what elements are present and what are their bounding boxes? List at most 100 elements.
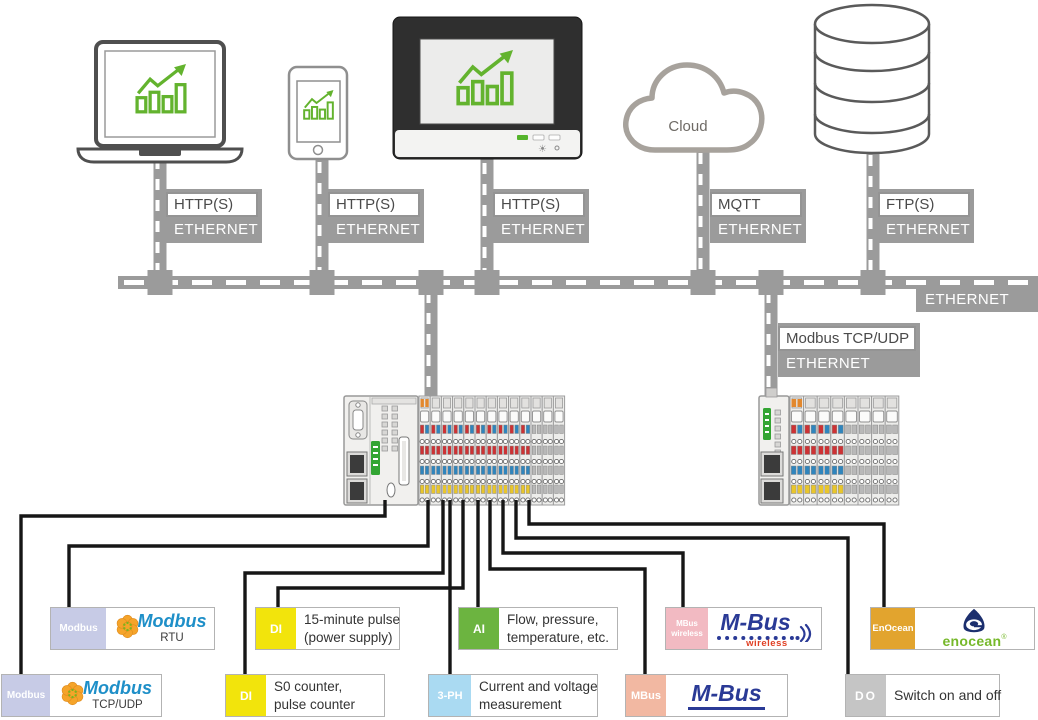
transport-name: ETHERNET bbox=[886, 221, 971, 238]
protocol-name: HTTP(S) bbox=[328, 192, 420, 217]
bus-junctions bbox=[147, 270, 886, 295]
brightness-icon: ☀ bbox=[538, 144, 547, 155]
mbus-wireless-body: M-Bus wireless bbox=[708, 608, 821, 649]
database-device bbox=[813, 3, 931, 155]
io-box-modbus-tcpudp: Modbus Modbus TCP/UDP bbox=[1, 674, 162, 717]
mbus-wireless-tag: MBus wireless bbox=[666, 608, 708, 649]
modbus-flower-icon bbox=[61, 681, 84, 706]
cloud-device: Cloud bbox=[623, 62, 765, 153]
io-module bbox=[463, 395, 476, 506]
phone-drop bbox=[315, 157, 329, 278]
mbus-body: M-Bus bbox=[666, 675, 787, 716]
io-module bbox=[541, 395, 554, 506]
io-wires bbox=[19, 500, 886, 678]
hmi-drop bbox=[480, 158, 494, 278]
tag-line: wireless bbox=[671, 628, 703, 638]
hmi-protocol-label: HTTP(S) ETHERNET bbox=[493, 189, 589, 243]
hmi-device: ☀ bbox=[392, 16, 583, 160]
coupler-drop bbox=[764, 287, 778, 397]
do-tag: DO bbox=[846, 675, 886, 716]
cloud-protocol-label: MQTT ETHERNET bbox=[710, 189, 806, 243]
plc-controller bbox=[343, 395, 419, 506]
io-module bbox=[871, 395, 886, 506]
modbus-logo: Modbus TCP/UDP bbox=[59, 679, 152, 713]
io-module bbox=[530, 395, 543, 506]
io-module bbox=[485, 395, 498, 506]
text-line: temperature, etc. bbox=[507, 629, 610, 645]
di-tag: DI bbox=[226, 675, 266, 716]
io-module bbox=[552, 395, 566, 506]
mbus-tag: MBus bbox=[626, 675, 666, 716]
text-line: pulse counter bbox=[274, 696, 356, 712]
io-module bbox=[803, 395, 818, 506]
io-module bbox=[843, 395, 859, 506]
protocol-name: Modbus TCP/UDP bbox=[778, 326, 916, 351]
cloud-label: Cloud bbox=[668, 118, 707, 135]
wago-logo bbox=[763, 408, 771, 440]
enocean-body: enocean® bbox=[915, 608, 1034, 649]
database-protocol-label: FTP(S) ETHERNET bbox=[878, 189, 974, 243]
ai-text: Flow, pressure, temperature, etc. bbox=[499, 608, 617, 649]
io-module bbox=[519, 395, 532, 506]
io-module bbox=[474, 395, 487, 506]
phone-protocol-label: HTTP(S) ETHERNET bbox=[328, 189, 424, 243]
database-drop bbox=[866, 150, 880, 278]
protocol-name: MQTT bbox=[710, 192, 802, 217]
coupler-protocol-label: Modbus TCP/UDP ETHERNET bbox=[778, 323, 920, 377]
text-line: (power supply) bbox=[304, 629, 393, 645]
io-module bbox=[789, 395, 805, 506]
modbus-tcpudp-body: Modbus TCP/UDP bbox=[50, 675, 161, 716]
transport-name: ETHERNET bbox=[501, 221, 586, 238]
enocean-wordmark: enocean bbox=[942, 633, 1002, 650]
laptop-drop bbox=[153, 152, 167, 278]
io-box-do: DO Switch on and off bbox=[845, 674, 1001, 717]
io-module bbox=[418, 395, 431, 506]
enocean-shield-icon bbox=[963, 609, 985, 633]
cloud-drop bbox=[696, 148, 710, 278]
laptop-protocol-label: HTTP(S) ETHERNET bbox=[166, 189, 262, 243]
transport-name: ETHERNET bbox=[174, 221, 259, 238]
text-line: 15-minute pulse bbox=[304, 611, 401, 627]
io-box-di-pulse: DI 15-minute pulse (power supply) bbox=[255, 607, 400, 650]
modbus-variant: RTU bbox=[160, 631, 184, 644]
text-line: Flow, pressure, bbox=[507, 611, 599, 627]
mbus-wireless-logo: M-Bus wireless bbox=[717, 611, 811, 649]
io-box-3ph: 3-PH Current and voltage measurement bbox=[428, 674, 598, 717]
3ph-tag: 3-PH bbox=[429, 675, 471, 716]
modbus-tag: Modbus bbox=[2, 675, 50, 716]
transport-name: ETHERNET bbox=[336, 221, 421, 238]
plc-io-modules bbox=[418, 395, 566, 506]
mbus-wordmark: M-Bus bbox=[688, 681, 765, 710]
laptop-device bbox=[76, 40, 244, 164]
io-box-mbus-wireless: MBus wireless M-Bus wireless bbox=[665, 607, 822, 650]
protocol-name: HTTP(S) bbox=[166, 192, 258, 217]
transport-name: ETHERNET bbox=[718, 221, 803, 238]
do-text: Switch on and off bbox=[886, 675, 1001, 716]
text-line: S0 counter, bbox=[274, 678, 343, 694]
io-module bbox=[830, 395, 845, 506]
io-box-enocean: EnOcean enocean® bbox=[870, 607, 1035, 650]
io-module bbox=[508, 395, 521, 506]
coupler-io-modules bbox=[789, 395, 900, 506]
di-tag: DI bbox=[256, 608, 296, 649]
modbus-wordmark: Modbus bbox=[137, 610, 207, 631]
io-module bbox=[496, 395, 510, 506]
io-module bbox=[429, 395, 442, 506]
plc-drop bbox=[424, 287, 438, 397]
io-module bbox=[816, 395, 832, 506]
text-line: measurement bbox=[479, 696, 562, 712]
io-box-mbus: MBus M-Bus bbox=[625, 674, 788, 717]
text-line: Switch on and off bbox=[894, 687, 1002, 704]
modbus-tag: Modbus bbox=[51, 608, 106, 649]
mbus-wordmark: M-Bus bbox=[717, 611, 794, 640]
modbus-flower-icon bbox=[116, 614, 138, 639]
coupler-controller bbox=[758, 387, 790, 506]
wireless-caption: wireless bbox=[746, 637, 788, 649]
wireless-signal-icon bbox=[795, 623, 811, 642]
io-module bbox=[440, 395, 454, 506]
text-line: Current and voltage bbox=[479, 678, 598, 694]
transport-name: ETHERNET bbox=[786, 355, 871, 372]
3ph-text: Current and voltage measurement bbox=[471, 675, 598, 716]
